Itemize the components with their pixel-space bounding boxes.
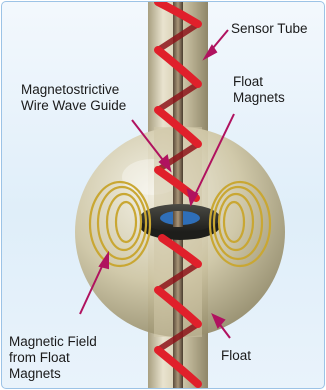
label-magnetic-field: Magnetic Field from Float Magnets bbox=[9, 334, 97, 382]
rod-through-ring bbox=[173, 211, 183, 227]
label-sensor-tube: Sensor Tube bbox=[231, 21, 308, 37]
label-float-magnets: Float Magnets bbox=[233, 74, 285, 106]
label-magnetostrictive-wire: Magnetostrictive Wire Wave Guide bbox=[21, 82, 126, 114]
sensor-diagram bbox=[2, 2, 324, 388]
label-float: Float bbox=[221, 348, 251, 364]
